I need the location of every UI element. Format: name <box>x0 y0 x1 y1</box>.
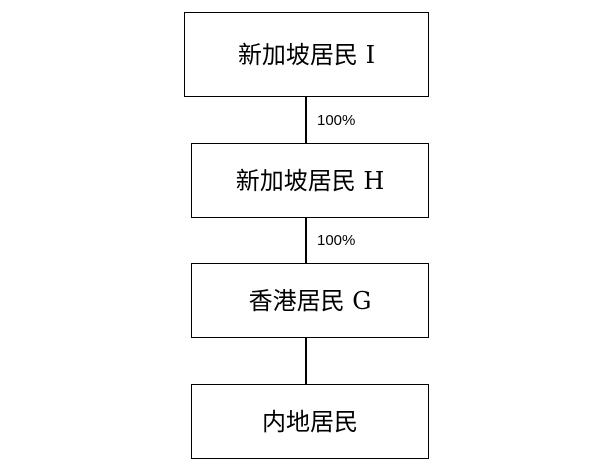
node-hong-kong-resident-g: 香港居民 G <box>191 263 429 338</box>
node-mainland-resident: 内地居民 <box>191 384 429 459</box>
edge-connector-3 <box>305 338 307 384</box>
edge-connector-1 <box>305 97 307 143</box>
node-label: 内地居民 <box>262 407 358 436</box>
node-singapore-resident-i: 新加坡居民 I <box>184 12 429 97</box>
edge-label-1: 100% <box>317 112 356 129</box>
node-label: 新加坡居民 H <box>235 166 385 195</box>
edge-connector-2 <box>305 218 307 263</box>
edge-label-2: 100% <box>317 232 356 249</box>
node-singapore-resident-h: 新加坡居民 H <box>191 143 429 218</box>
node-label: 香港居民 G <box>248 286 372 315</box>
node-label: 新加坡居民 I <box>237 40 376 69</box>
